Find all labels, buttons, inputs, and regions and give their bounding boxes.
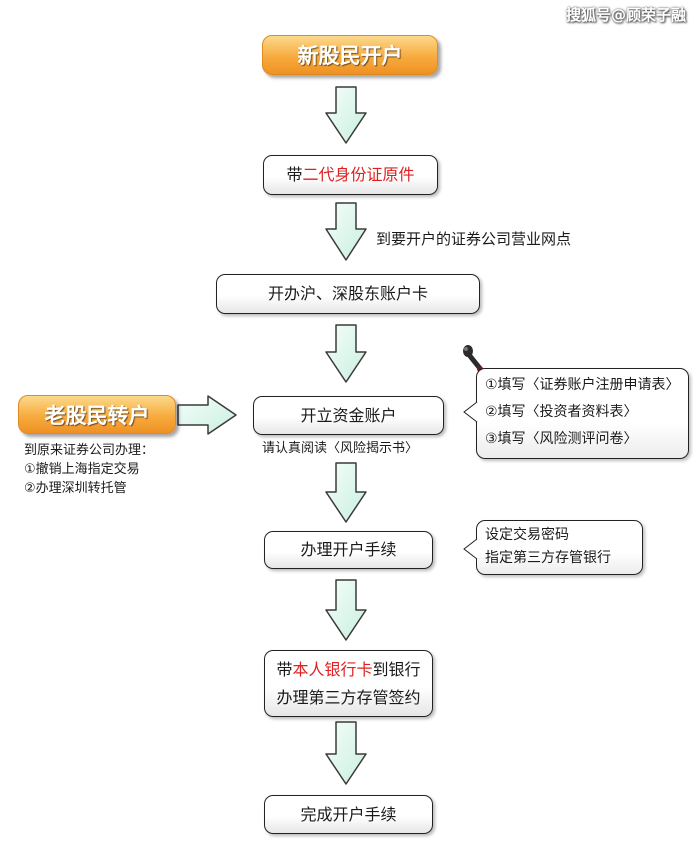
step-bank-custody: 带本人银行卡到银行 办理第三方存管签约 [264,650,433,717]
step-procedures: 办理开户手续 [264,531,433,569]
pushpin-icon [463,345,483,372]
watermark: 搜狐号@顾荣子融 [565,6,686,24]
old-investor-title: 老股民转户 [44,403,150,428]
bring-id-prefix: 带 [286,165,303,184]
down-arrow-6 [325,721,367,785]
forms-item: ③填写〈风险测评问卷〉 [485,431,638,447]
bring-id-highlight: 二代身份证原件 [302,165,415,184]
step-bring-id: 带二代身份证原件 [263,155,438,195]
forms-callout: ①填写〈证券账户注册申请表〉 ②填写〈投资者资料表〉 ③填写〈风险测评问卷〉 [476,368,689,459]
new-investor-box: 新股民开户 [262,35,438,75]
password-callout: 设定交易密码 指定第三方存管银行 [476,520,643,575]
password-item: 指定第三方存管银行 [485,550,611,566]
forms-item: ②填写〈投资者资料表〉 [485,404,638,420]
bank-suffix: 到银行 [372,659,421,679]
go-to-branch-label: 到要开户的证券公司营业网点 [376,230,572,248]
forms-callout-pointer [463,401,478,423]
step-open-funds-account: 开立资金账户 [253,396,444,435]
down-arrow-4 [325,462,367,523]
old-investor-note-heading: 到原来证券公司办理： [24,443,155,458]
open-card-label: 开办沪、深股东账户卡 [267,284,428,303]
bank-prefix: 带 [276,659,293,679]
down-arrow-5 [325,579,367,641]
password-item: 设定交易密码 [485,527,569,543]
read-risk-note: 请认真阅读〈风险揭示书〉 [262,441,419,456]
procedures-label: 办理开户手续 [300,540,397,559]
new-investor-title: 新股民开户 [297,44,403,68]
down-arrow-1 [325,86,367,144]
down-arrow-3 [325,324,367,383]
right-arrow [177,395,237,435]
old-investor-note-item: ①撤销上海指定交易 [24,462,140,477]
complete-label: 完成开户手续 [300,804,397,824]
forms-item: ①填写〈证券账户注册申请表〉 [485,377,680,393]
down-arrow-2 [325,202,367,261]
password-callout-pointer [463,538,478,560]
old-investor-note: 到原来证券公司办理： ①撤销上海指定交易 ②办理深圳转托管 [24,441,204,498]
step-complete: 完成开户手续 [264,795,433,834]
bank-card-highlight: 本人银行卡 [292,659,373,679]
old-investor-box: 老股民转户 [18,395,176,434]
step-open-account-card: 开办沪、深股东账户卡 [216,274,480,314]
old-investor-note-item: ②办理深圳转托管 [24,481,127,496]
open-funds-label: 开立资金账户 [300,405,397,425]
bank-line2: 办理第三方存管签约 [276,687,421,707]
